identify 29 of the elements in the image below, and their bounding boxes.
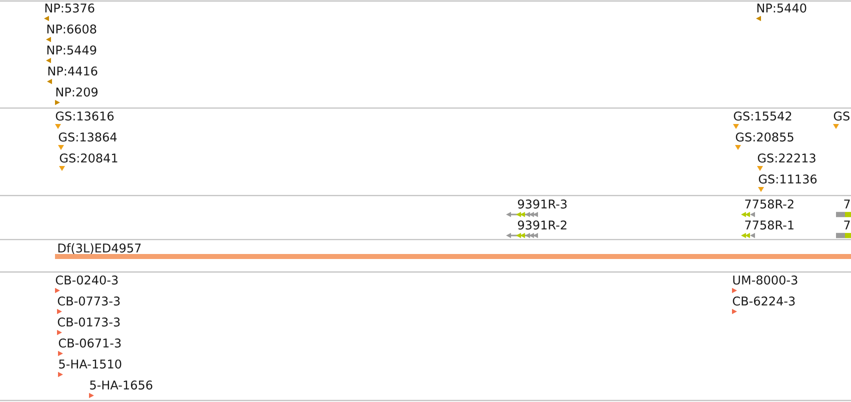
feature-label: GS:13864 xyxy=(58,132,117,142)
feature-label: CB-0240-3 xyxy=(56,276,118,285)
feature-label: CB-0671-3 xyxy=(58,338,121,348)
feature-label: NP:4416 xyxy=(48,66,98,76)
feature-label: CB-0773-3 xyxy=(58,296,120,306)
feature-label: CB-0173-3 xyxy=(58,318,120,327)
feature-label: 9391R-2 xyxy=(518,220,566,230)
feature-label: NP:5449 xyxy=(47,46,96,55)
feature-label: 7 xyxy=(844,200,850,208)
feature-label: GS:22213 xyxy=(758,154,816,163)
feature-label: NP:5440 xyxy=(757,4,806,13)
feature-label: GS:20841 xyxy=(60,154,118,163)
feature-label: 5-HA-1656 xyxy=(90,380,152,390)
feature-label: UM-8000-3 xyxy=(733,276,798,285)
feature-label: NP:5376 xyxy=(45,4,94,13)
feature-label: GS:11136 xyxy=(758,174,817,184)
feature-label: GS:13616 xyxy=(56,112,114,121)
feature-label: GS:15542 xyxy=(734,112,792,121)
feature-label: CB-6224-3 xyxy=(732,296,795,306)
feature-label: NP:6608 xyxy=(47,24,96,34)
feature-label: 9391R-3 xyxy=(518,200,567,209)
feature-label: GS xyxy=(834,112,850,121)
feature-label: 7758R-2 xyxy=(745,200,794,209)
feature-label: NP:209 xyxy=(56,88,98,97)
feature-label: GS:20855 xyxy=(736,132,794,142)
feature-label: 7 xyxy=(844,220,850,230)
feature-label: 7758R-1 xyxy=(745,220,794,230)
feature-label: Df(3L)ED4957 xyxy=(58,243,141,254)
feature-label: 5-HA-1510 xyxy=(59,360,122,369)
